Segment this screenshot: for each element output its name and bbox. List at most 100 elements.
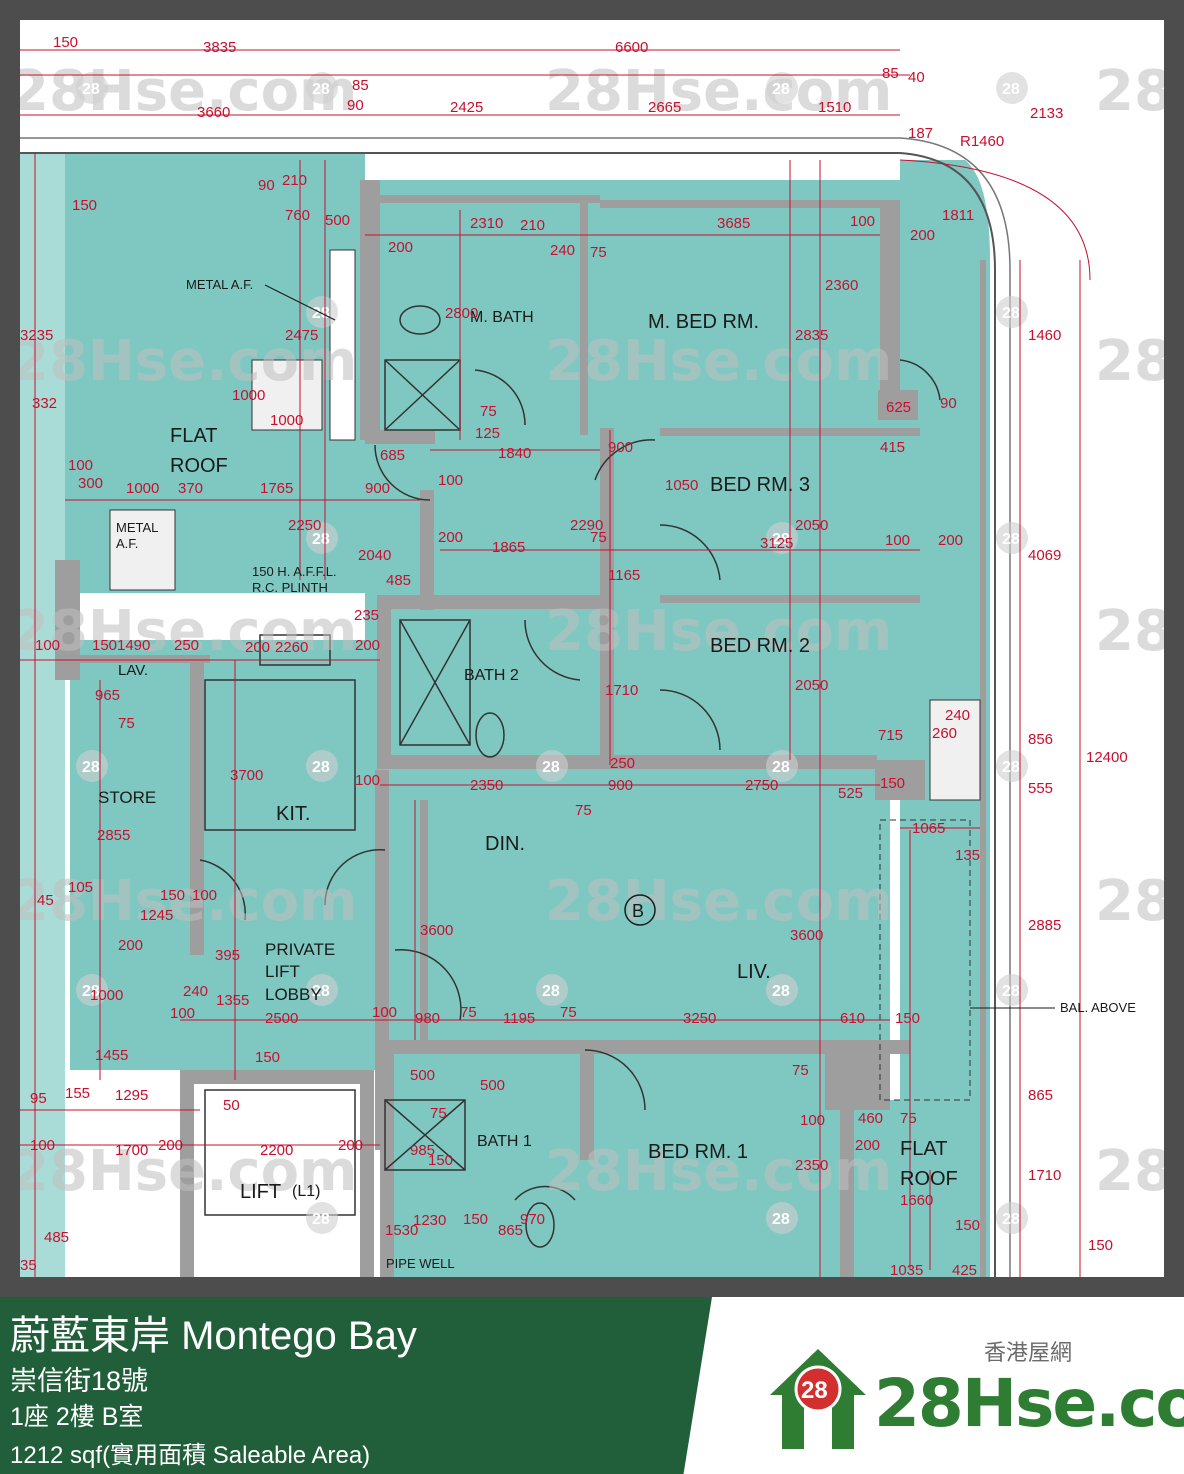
svg-text:460: 460 xyxy=(858,1110,883,1127)
svg-text:900: 900 xyxy=(608,777,633,794)
svg-text:28Hse.com: 28Hse.com xyxy=(20,329,357,394)
metal-annotation-1: METAL xyxy=(116,520,158,535)
svg-text:2133: 2133 xyxy=(1030,105,1063,122)
bedroom2-label: BED RM. 2 xyxy=(710,635,810,657)
svg-text:28: 28 xyxy=(772,1211,790,1228)
svg-text:150: 150 xyxy=(428,1152,453,1169)
lift-car xyxy=(204,1089,356,1216)
svg-text:2290: 2290 xyxy=(570,517,603,534)
svg-text:28: 28 xyxy=(1002,305,1020,322)
svg-text:2885: 2885 xyxy=(1028,917,1061,934)
svg-text:28Hse.com: 28Hse.com xyxy=(1095,329,1164,394)
svg-text:28Hse.com: 28Hse.com xyxy=(20,599,357,664)
svg-text:28Hse.com: 28Hse.com xyxy=(1095,1139,1164,1204)
svg-text:75: 75 xyxy=(430,1105,447,1122)
svg-text:28Hse.com: 28Hse.com xyxy=(20,59,357,124)
svg-text:28: 28 xyxy=(542,983,560,1000)
svg-text:856: 856 xyxy=(1028,731,1053,748)
brand-logo[interactable]: 28 香港屋網 28Hse.com xyxy=(762,1327,1184,1457)
unit-marker-label: B xyxy=(632,901,644,921)
svg-text:500: 500 xyxy=(410,1067,435,1084)
svg-text:395: 395 xyxy=(215,947,240,964)
svg-text:425: 425 xyxy=(952,1262,977,1277)
svg-text:75: 75 xyxy=(590,244,607,261)
svg-text:28: 28 xyxy=(772,81,790,98)
svg-text:2800: 2800 xyxy=(445,305,478,322)
svg-text:105: 105 xyxy=(68,879,93,896)
svg-text:2050: 2050 xyxy=(795,517,828,534)
flat-roof2-label-1: FLAT xyxy=(900,1138,947,1160)
svg-text:135: 135 xyxy=(955,847,980,864)
svg-text:28Hse.com: 28Hse.com xyxy=(20,869,357,934)
shower-bath1 xyxy=(384,1099,466,1171)
watermarks: 28Hse.com 28Hse.com 28Hse.com 28Hse.com … xyxy=(20,59,1164,1234)
svg-text:155: 155 xyxy=(65,1085,90,1102)
svg-text:210: 210 xyxy=(282,172,307,189)
pipe-well-label: PIPE WELL xyxy=(386,1256,455,1271)
svg-text:865: 865 xyxy=(1028,1087,1053,1104)
svg-text:3125: 3125 xyxy=(760,535,793,552)
svg-text:150: 150 xyxy=(880,775,905,792)
lav-label: LAV. xyxy=(118,662,148,679)
svg-text:85: 85 xyxy=(352,77,369,94)
floor-plan-drawing: 28Hse.com 28Hse.com 28Hse.com 28Hse.com … xyxy=(20,34,1164,1277)
room-labels: M. BED RM. M. BATH BED RM. 3 BED RM. 2 B… xyxy=(98,309,958,1271)
svg-text:100: 100 xyxy=(170,1005,195,1022)
svg-text:760: 760 xyxy=(285,207,310,224)
toilet-mbath xyxy=(399,305,441,335)
svg-text:4069: 4069 xyxy=(1028,547,1061,564)
living-label: LIV. xyxy=(737,961,771,983)
svg-text:6600: 6600 xyxy=(615,39,648,56)
svg-text:715: 715 xyxy=(878,727,903,744)
svg-text:100: 100 xyxy=(885,532,910,549)
svg-text:28: 28 xyxy=(82,983,100,1000)
shower-bath2 xyxy=(399,619,471,746)
svg-text:28Hse.com: 28Hse.com xyxy=(545,599,892,664)
svg-text:1710: 1710 xyxy=(605,682,638,699)
svg-text:2835: 2835 xyxy=(795,327,828,344)
saleable-area: 1212 sqf(實用面積 Saleable Area) xyxy=(10,1442,371,1469)
plinth-annotation-2: R.C. PLINTH xyxy=(252,580,328,595)
svg-text:1000: 1000 xyxy=(126,480,159,497)
svg-text:150: 150 xyxy=(895,1010,920,1027)
svg-text:415: 415 xyxy=(880,439,905,456)
svg-text:210: 210 xyxy=(520,217,545,234)
svg-text:28: 28 xyxy=(312,1211,330,1228)
svg-text:85: 85 xyxy=(882,65,899,82)
svg-text:2310: 2310 xyxy=(470,215,503,232)
svg-text:28: 28 xyxy=(1002,759,1020,776)
svg-text:28: 28 xyxy=(312,81,330,98)
svg-text:2350: 2350 xyxy=(470,777,503,794)
house-icon: 28 xyxy=(770,1349,866,1449)
footer: 蔚藍東岸 Montego Bay 崇信街18號 1座 2樓 B室 1212 sq… xyxy=(0,1297,1184,1474)
svg-text:150: 150 xyxy=(255,1049,280,1066)
svg-text:200: 200 xyxy=(355,637,380,654)
svg-text:2250: 2250 xyxy=(288,517,321,534)
svg-text:370: 370 xyxy=(178,480,203,497)
svg-text:75: 75 xyxy=(560,1004,577,1021)
estate-address: 崇信街18號 xyxy=(10,1366,149,1396)
svg-text:28: 28 xyxy=(82,759,100,776)
svg-text:250: 250 xyxy=(174,637,199,654)
svg-text:1460: 1460 xyxy=(1028,327,1061,344)
metal-areas xyxy=(109,249,981,1101)
walls xyxy=(55,180,986,1277)
svg-text:3660: 3660 xyxy=(197,104,230,121)
svg-text:1245: 1245 xyxy=(140,907,173,924)
radius-annotation: R1460 xyxy=(960,133,1004,150)
master-bedroom-label: M. BED RM. xyxy=(648,311,759,333)
svg-text:28Hse.com: 28Hse.com xyxy=(1095,599,1164,664)
svg-text:75: 75 xyxy=(792,1062,809,1079)
svg-text:1660: 1660 xyxy=(900,1192,933,1209)
svg-text:2050: 2050 xyxy=(795,677,828,694)
svg-text:235: 235 xyxy=(354,607,379,624)
svg-text:28Hse.com: 28Hse.com xyxy=(545,329,892,394)
svg-text:3835: 3835 xyxy=(203,39,236,56)
svg-text:900: 900 xyxy=(365,480,390,497)
svg-text:2475: 2475 xyxy=(285,327,318,344)
svg-text:2425: 2425 xyxy=(450,99,483,116)
svg-text:200: 200 xyxy=(938,532,963,549)
metal-af-annotation: METAL A.F. xyxy=(186,277,253,292)
plinth-annotation-1: 150 H. A.F.F.L. xyxy=(252,564,337,579)
toilet-bath1 xyxy=(525,1202,555,1248)
